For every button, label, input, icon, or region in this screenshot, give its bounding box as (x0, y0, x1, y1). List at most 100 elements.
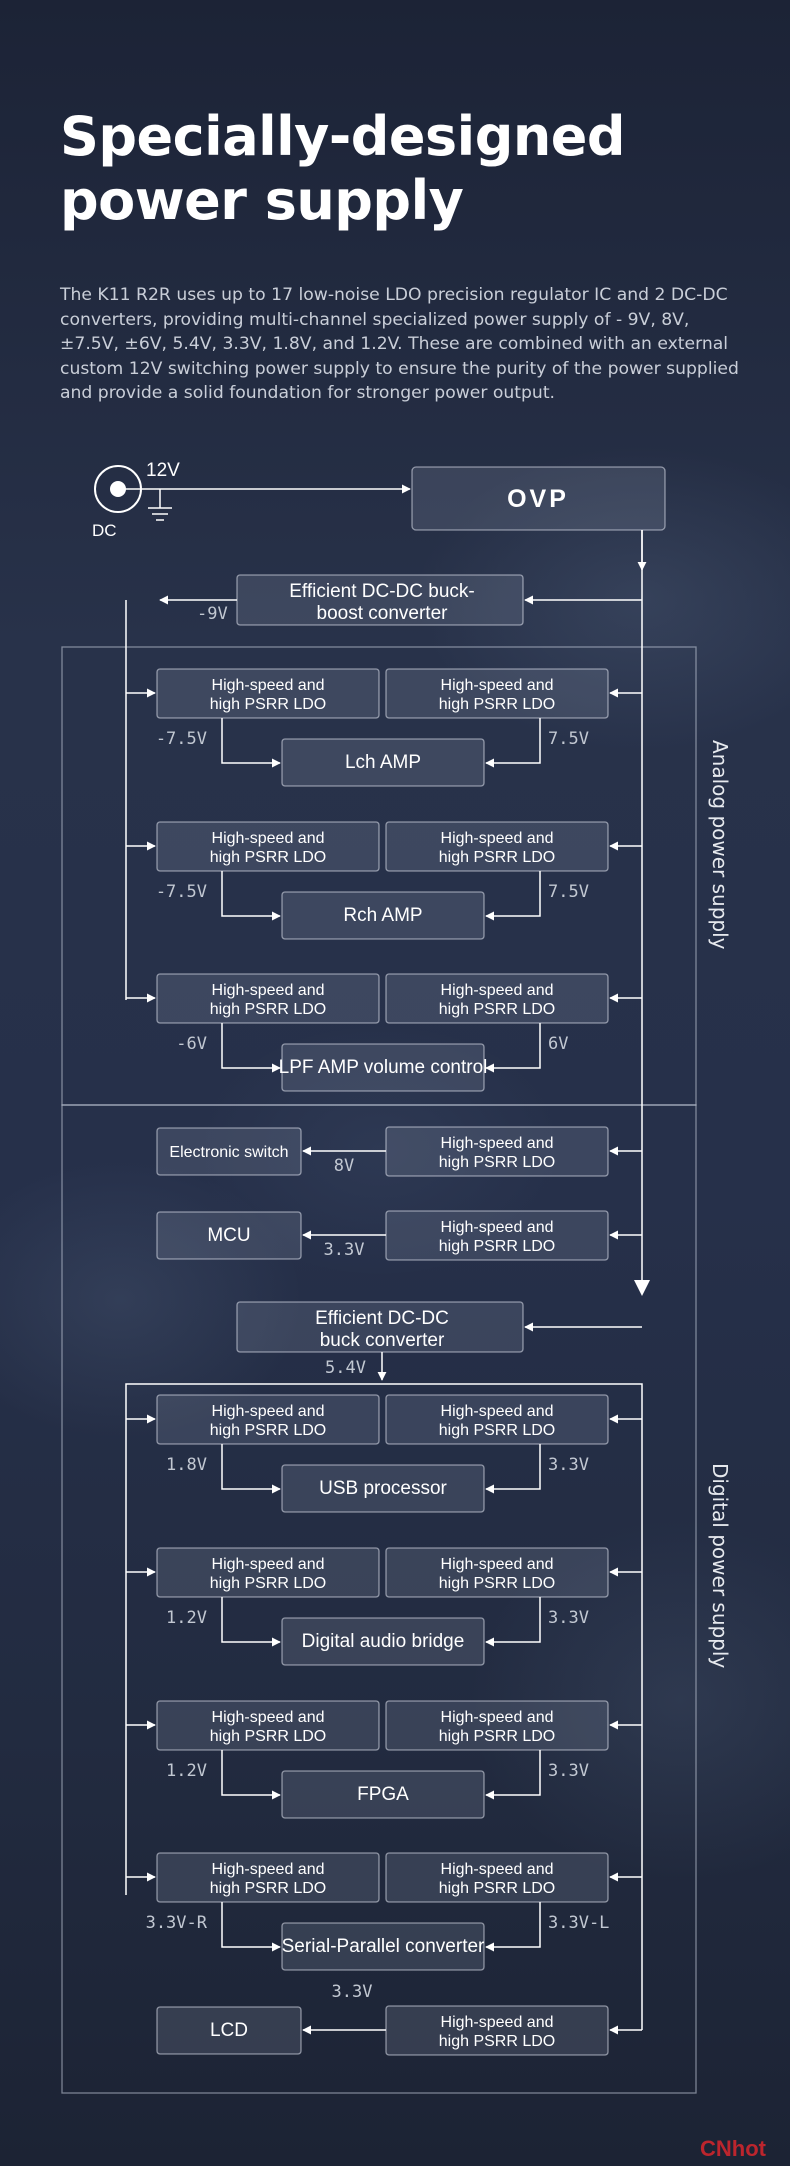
digital-target-0-label: USB processor (319, 1478, 447, 1499)
single-ldo-1-line2: high PSRR LDO (439, 1238, 556, 1255)
analog-ldo-right-0 (385, 668, 609, 719)
single-target-0 (156, 1127, 302, 1176)
watermark: CNhot (700, 2136, 766, 2161)
digital-out-left-1 (221, 1597, 281, 1647)
analog-ldo-right-0-line1: High-speed and (441, 677, 554, 694)
analog-ldo-left-0-line1: High-speed and (212, 677, 325, 694)
digital-ldo-left-1-line2: high PSRR LDO (210, 1575, 327, 1592)
analog-ldo-left-1 (156, 821, 380, 872)
analog-right-voltage-1: 7.5V (548, 882, 589, 902)
analog-ldo-right-2-line1: High-speed and (441, 982, 554, 999)
digital-out-right-0 (485, 1444, 541, 1494)
single-ldo-0-line2: high PSRR LDO (439, 1154, 556, 1171)
analog-target-2-label: LPF AMP volume control (279, 1057, 488, 1078)
analog-target-0 (281, 738, 485, 787)
lcd-target (156, 2006, 302, 2055)
digital-ldo-right-1-line2: high PSRR LDO (439, 1575, 556, 1592)
digital-ldo-right-3-line1: High-speed and (441, 1861, 554, 1878)
digital-ldo-right-2-line1: High-speed and (441, 1709, 554, 1726)
digital-ldo-right-2-line2: high PSRR LDO (439, 1728, 556, 1745)
digital-ldo-right-1 (385, 1547, 609, 1598)
analog-target-1 (281, 891, 485, 940)
digital-target-1-label: Digital audio bridge (302, 1631, 465, 1652)
digital-ldo-left-2 (156, 1700, 380, 1751)
digital-out-left-0 (221, 1444, 281, 1494)
buck-converter-line2: buck converter (320, 1330, 445, 1351)
analog-ldo-left-2-line2: high PSRR LDO (210, 1001, 327, 1018)
analog-out-left-2 (221, 1023, 281, 1073)
buck-converter-output-voltage: 5.4V (325, 1358, 366, 1378)
ground-icon (148, 507, 172, 521)
analog-right-voltage-0: 7.5V (548, 729, 589, 749)
digital-ldo-left-3-line2: high PSRR LDO (210, 1880, 327, 1897)
buck-boost-line2: boost converter (317, 603, 449, 624)
single-voltage-0: 8V (334, 1156, 354, 1176)
dc-jack-icon (94, 465, 161, 513)
digital-ldo-left-2-line2: high PSRR LDO (210, 1728, 327, 1745)
digital-ldo-right-3-line2: high PSRR LDO (439, 1880, 556, 1897)
digital-right-voltage-0: 3.3V (548, 1455, 589, 1475)
digital-ldo-right-2 (385, 1700, 609, 1751)
digital-left-voltage-3: 3.3V-R (146, 1913, 208, 1933)
dc-label: DC (92, 521, 117, 540)
digital-target-2 (281, 1770, 485, 1819)
digital-ldo-left-1 (156, 1547, 380, 1598)
single-target-1-label: MCU (207, 1225, 250, 1246)
digital-left-voltage-1: 1.2V (166, 1608, 207, 1628)
description: The K11 R2R uses up to 17 low-noise LDO … (60, 285, 739, 403)
digital-left-voltage-2: 1.2V (166, 1761, 207, 1781)
digital-right-voltage-1: 3.3V (548, 1608, 589, 1628)
digital-target-1 (281, 1617, 485, 1666)
analog-target-2 (281, 1043, 485, 1092)
analog-ldo-right-2 (385, 973, 609, 1024)
digital-ldo-left-1-line1: High-speed and (212, 1556, 325, 1573)
analog-ldo-left-2-line1: High-speed and (212, 982, 325, 999)
input-voltage-label: 12V (146, 460, 180, 481)
digital-ldo-right-1-line1: High-speed and (441, 1556, 554, 1573)
main-wiring (125, 484, 650, 2030)
title-line-1: Specially-designed (60, 105, 626, 168)
analog-ldo-right-0-line2: high PSRR LDO (439, 696, 556, 713)
digital-right-voltage-2: 3.3V (548, 1761, 589, 1781)
digital-section-label: Digital power supply (708, 1463, 732, 1668)
digital-ldo-left-3 (156, 1852, 380, 1903)
buck-converter-box (236, 1301, 524, 1353)
analog-ldo-left-0-line2: high PSRR LDO (210, 696, 327, 713)
lcd-ldo-line1: High-speed and (441, 2014, 554, 2031)
analog-left-voltage-2: -6V (176, 1034, 207, 1054)
page-title: Specially-designed power supply (60, 105, 626, 233)
digital-target-0 (281, 1464, 485, 1513)
digital-ldo-left-3-line1: High-speed and (212, 1861, 325, 1878)
analog-ldo-left-1-line2: high PSRR LDO (210, 849, 327, 866)
analog-target-0-label: Lch AMP (345, 752, 421, 773)
digital-ldo-left-0 (156, 1394, 380, 1445)
analog-ldo-left-1-line1: High-speed and (212, 830, 325, 847)
digital-right-voltage-3: 3.3V-L (548, 1913, 609, 1933)
single-ldo-0-line1: High-speed and (441, 1135, 554, 1152)
analog-out-right-1 (485, 871, 541, 921)
analog-left-voltage-1: -7.5V (156, 882, 207, 902)
lcd-ldo-line2: high PSRR LDO (439, 2033, 556, 2050)
analog-out-right-2 (485, 1023, 541, 1073)
ldo-rows: High-speed and high PSRR LDO High-speed an… (126, 668, 642, 2056)
digital-ldo-right-0-line2: high PSRR LDO (439, 1422, 556, 1439)
digital-target-2-label: FPGA (357, 1784, 409, 1805)
digital-out-left-2 (221, 1750, 281, 1800)
buck-converter-line1: Efficient DC-DC (315, 1308, 449, 1329)
analog-ldo-right-2-line2: high PSRR LDO (439, 1001, 556, 1018)
analog-left-voltage-0: -7.5V (156, 729, 207, 749)
single-target-1 (156, 1211, 302, 1260)
single-voltage-1: 3.3V (324, 1240, 365, 1260)
buck-boost-line1: Efficient DC-DC buck- (289, 581, 474, 602)
digital-target-3-label: Serial-Parallel converter (282, 1936, 485, 1957)
analog-ldo-right-1 (385, 821, 609, 872)
digital-ldo-left-0-line1: High-speed and (212, 1403, 325, 1420)
analog-right-voltage-2: 6V (548, 1034, 568, 1054)
analog-ldo-left-2 (156, 973, 380, 1024)
analog-ldo-left-0 (156, 668, 380, 719)
digital-ldo-right-3 (385, 1852, 609, 1903)
digital-out-left-3 (221, 1902, 281, 1952)
digital-out-right-3 (485, 1902, 541, 1952)
analog-out-left-0 (221, 718, 281, 768)
